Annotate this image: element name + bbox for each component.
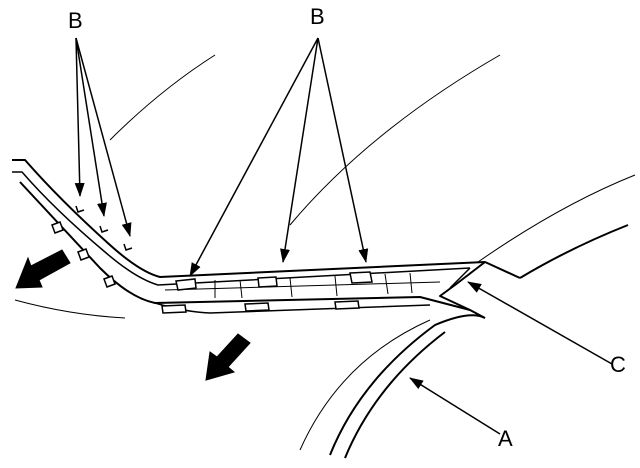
upper-left-arc: [109, 54, 216, 141]
molding-top-edge: [12, 159, 521, 279]
clip-small-2: [99, 225, 109, 233]
leader-b-right-1: [189, 37, 319, 277]
background-body-lines: [14, 54, 636, 451]
leader-b-right-3: [317, 37, 369, 263]
windshield-edge-outer: [329, 314, 486, 456]
lower-tabs: [51, 221, 360, 314]
label-b-right: B: [310, 4, 325, 29]
clip-small-3: [123, 243, 133, 251]
molding-second-edge: [12, 171, 471, 286]
leader-a: [409, 377, 501, 435]
molding-end-inner: [449, 267, 471, 289]
leader-b-right-2: [280, 37, 319, 263]
clip-small-1: [75, 205, 85, 213]
label-b-left: B: [68, 8, 83, 33]
lower-tab: [161, 304, 187, 314]
lower-tab: [244, 302, 270, 312]
leader-b-left-3: [75, 37, 132, 237]
clip-b2: [257, 276, 278, 288]
label-a: A: [498, 426, 513, 451]
clips-upper: [175, 271, 373, 291]
molding-strip: [12, 159, 521, 319]
middle-arc: [289, 54, 501, 226]
lower-tab: [77, 248, 90, 261]
molding-ribs: [214, 272, 413, 299]
down-arrow: [205, 333, 251, 381]
lower-center-arc: [299, 319, 431, 451]
lower-tab: [334, 300, 360, 310]
clip-b3: [349, 271, 373, 284]
rib: [384, 273, 389, 295]
leader-b-left-2: [75, 37, 107, 217]
lower-tab: [103, 275, 116, 288]
rib: [334, 275, 338, 297]
molding-bottom-edge: [19, 181, 486, 319]
windshield-right-edge: [519, 224, 629, 279]
leader-lines: [74, 37, 613, 435]
rib: [289, 277, 293, 298]
lower-tab: [51, 221, 64, 234]
molding-lower-lip: [154, 302, 431, 314]
lower-left-arc: [14, 299, 126, 319]
molding-end-cap: [439, 261, 486, 311]
rib: [239, 279, 243, 299]
windshield-glass: [329, 224, 629, 459]
leader-c: [467, 281, 613, 365]
label-c: C: [610, 352, 626, 377]
right-upper-arc: [477, 174, 636, 263]
leader-b-left-1: [74, 37, 85, 197]
direction-arrows: [15, 249, 251, 381]
clips-curved: [75, 205, 133, 251]
rib: [409, 272, 413, 294]
clip-b1: [175, 278, 197, 291]
left-arrow: [15, 249, 71, 289]
molding-inner-line: [164, 281, 441, 291]
windshield-edge-inner: [344, 331, 446, 459]
